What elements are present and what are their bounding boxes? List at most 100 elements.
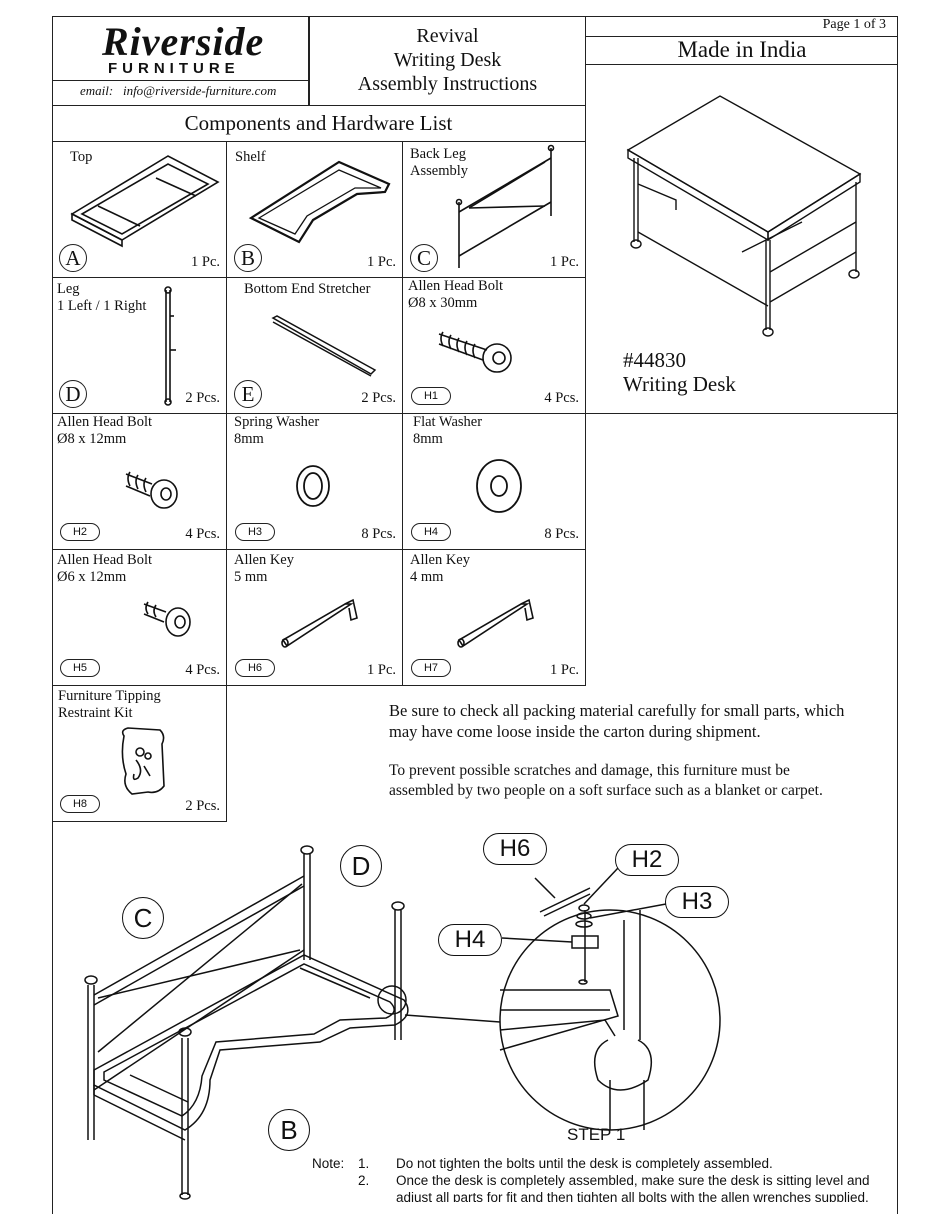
brand-word: FURNITURE [108,60,240,77]
part-cell-h2: Allen Head Bolt Ø8 x 12mm H2 4 Pcs. [52,414,227,550]
part-qty: 1 Pc. [367,662,396,678]
part-cell-h8: Furniture Tipping Restraint Kit H8 2 Pcs… [52,686,227,822]
notes-label: Note: [312,1156,345,1171]
part-label: Shelf [235,149,266,165]
part-cell-h3: Spring Washer 8mm H3 8 Pcs. [227,414,403,550]
title-divider [309,16,310,106]
top-icon [70,155,220,248]
components-title: Components and Hardware List [52,106,585,142]
part-id-circle: D [59,380,87,408]
note-2-text: Once the desk is completely assembled, m… [396,1173,870,1188]
part-cell-h1: Allen Head Bolt Ø8 x 30mm H1 4 Pcs. [403,278,586,414]
desk-illustration [626,95,862,337]
callout-h4: H4 [438,924,502,956]
part-id-pill: H5 [60,659,100,677]
part-label: Allen Head Bolt Ø8 x 12mm [57,414,153,447]
part-id-circle: B [234,244,262,272]
callout-b: B [268,1109,310,1151]
part-id-pill: H4 [411,523,451,541]
page-line [586,36,898,37]
note-2-text-cont: adjust all parts for fit and then tighte… [396,1190,869,1202]
part-cell-h7: Allen Key 4 mm H7 1 Pc. [403,550,586,686]
callout-h2: H2 [615,844,679,876]
part-label: Top [70,149,93,165]
bolt-6mm-icon [143,601,191,637]
logo-box: Riverside FURNITURE email: info@riversid… [52,16,309,106]
part-label: Allen Key 5 mm [234,552,294,585]
part-cell-h4: Flat Washer 8mm H4 8 Pcs. [403,414,586,550]
instruction-paragraph-2: To prevent possible scratches and damage… [389,762,823,799]
part-label: Bottom End Stretcher [244,281,371,297]
part-id-circle: A [59,244,87,272]
part-label: Flat Washer 8mm [413,414,483,447]
part-qty: 1 Pc. [367,254,396,270]
part-id-circle: C [410,244,438,272]
note-1-text: Do not tighten the bolts until the desk … [396,1156,773,1171]
right-panel-bottom [586,413,898,414]
part-cell-b: Shelf B 1 Pc. [227,142,403,278]
part-qty: 8 Pcs. [361,526,396,542]
part-cell-h5: Allen Head Bolt Ø6 x 12mm H5 4 Pcs. [52,550,227,686]
callout-h3: H3 [665,886,729,918]
header-bottom-line [52,105,586,106]
made-in: Made in India [677,37,807,62]
part-id-circle: E [234,380,262,408]
stretcher-icon [271,315,377,377]
email-text: email: info@riverside-furniture.com [80,83,277,98]
shelf-icon [248,160,391,244]
step1-detail-view [499,867,721,1131]
title-line-2: Writing Desk [393,49,502,71]
part-qty: 2 Pcs. [361,390,396,406]
step1-assembly-drawing [84,845,501,1200]
part-label: Allen Head Bolt Ø6 x 12mm [57,552,153,585]
made-in-line [586,64,898,65]
part-label: Furniture Tipping Restraint Kit [58,688,161,721]
note-2-number: 2. [358,1173,370,1188]
title-line-3: Assembly Instructions [357,73,538,95]
step-title: STEP 1 [567,1125,626,1144]
bolt-30mm-icon [438,331,512,373]
part-qty: 4 Pcs. [544,390,579,406]
bolt-12mm-icon [125,471,178,509]
callout-d: D [340,845,382,887]
part-cell-d: Leg 1 Left / 1 Right D 2 Pcs. [52,278,227,414]
part-label: Leg 1 Left / 1 Right [57,281,147,314]
title-line-1: Revival [416,25,479,47]
part-id-pill: H7 [411,659,451,677]
part-label: Back Leg Assembly [410,146,468,179]
part-cell-e: Bottom End Stretcher E 2 Pcs. [227,278,403,414]
part-qty: 4 Pcs. [185,526,220,542]
callout-c: C [122,897,164,939]
part-qty: 2 Pcs. [185,390,220,406]
product-name: Writing Desk [623,372,736,396]
part-id-pill: H6 [235,659,275,677]
part-label: Allen Head Bolt Ø8 x 30mm [408,278,504,311]
flat-washer-icon [476,459,522,513]
instruction-paragraph-1: Be sure to check all packing material ca… [389,701,845,741]
part-label: Allen Key 4 mm [410,552,470,585]
part-cell-c: Back Leg Assembly C 1 Pc. [403,142,586,278]
restraint-kit-icon [121,727,165,795]
leg-icon [164,286,176,406]
page-frame [52,16,898,1214]
brand-divider [52,80,308,81]
part-cell-a: Top A 1 Pc. [52,142,227,278]
allen-key-5mm-icon [281,598,358,648]
part-qty: 1 Pc. [191,254,220,270]
part-id-pill: H1 [411,387,451,405]
allen-key-4mm-icon [457,598,534,648]
part-label: Spring Washer 8mm [234,414,320,447]
callout-h6: H6 [483,833,547,865]
part-qty: 2 Pcs. [185,798,220,814]
part-qty: 1 Pc. [550,254,579,270]
product-number: #44830 [623,348,686,372]
page-number: Page 1 of 3 [822,17,886,32]
part-qty: 8 Pcs. [544,526,579,542]
part-id-pill: H8 [60,795,100,813]
note-1-number: 1. [358,1156,370,1171]
part-cell-h6: Allen Key 5 mm H6 1 Pc. [227,550,403,686]
part-id-pill: H2 [60,523,100,541]
brand-script: Riverside [102,19,265,64]
part-qty: 4 Pcs. [185,662,220,678]
spring-washer-icon [296,465,330,507]
